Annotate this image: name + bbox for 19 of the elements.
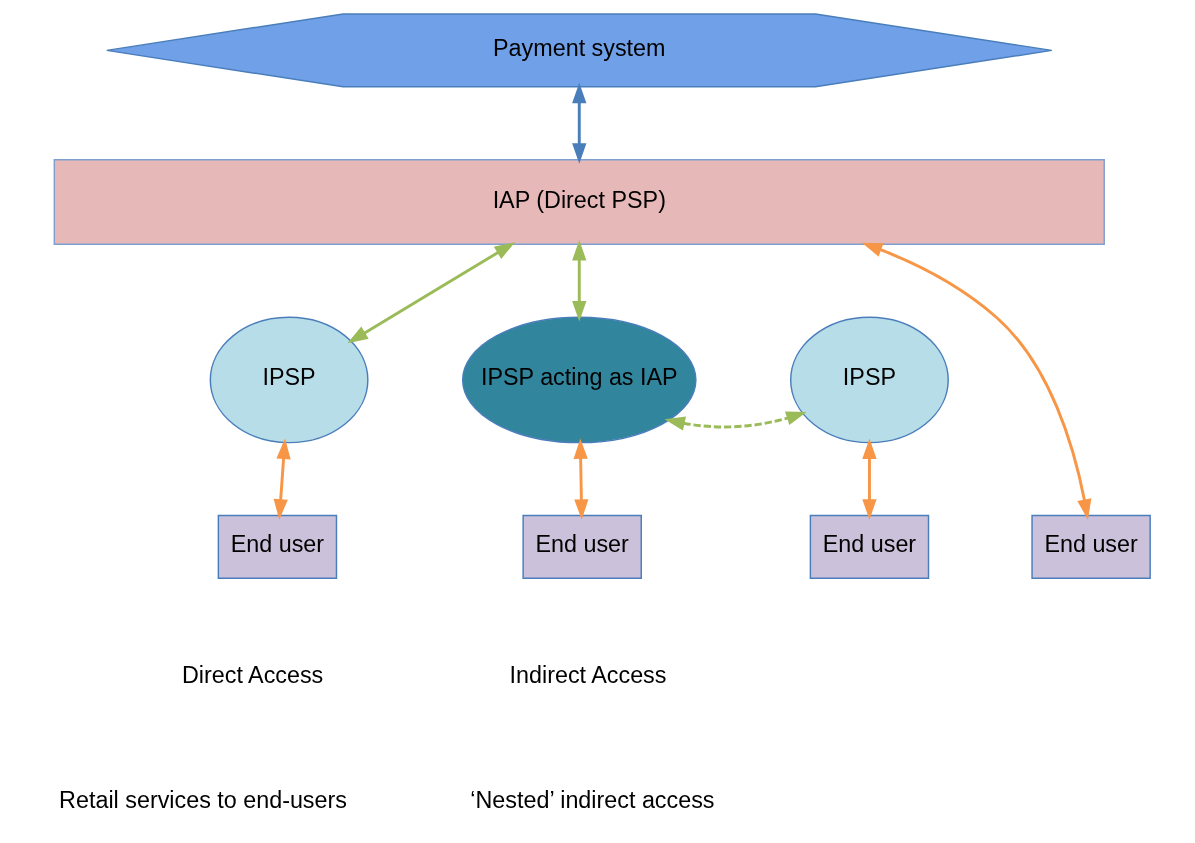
arrow [273, 438, 291, 520]
node-box: End user [1031, 514, 1151, 579]
arrow [861, 242, 1092, 520]
legend-label: ‘Nested’ indirect access [470, 787, 715, 814]
node-ellipse: IPSP acting as IAP [461, 316, 697, 444]
arrow [573, 438, 589, 520]
node-box: End user [809, 514, 930, 579]
legend-label: Retail services to end-users [59, 787, 347, 814]
arrow [572, 82, 587, 164]
node-ellipse: IPSP [790, 316, 949, 444]
node-box: End user [217, 514, 338, 579]
arrow [572, 240, 587, 322]
arrow [347, 242, 515, 344]
arrow [862, 438, 877, 520]
legend-label: Indirect Access [509, 661, 667, 688]
node-box: End user [522, 514, 642, 579]
node-box: IAP (Direct PSP) [53, 159, 1105, 246]
legend-label: Direct Access [181, 661, 324, 688]
arrow [664, 411, 807, 431]
